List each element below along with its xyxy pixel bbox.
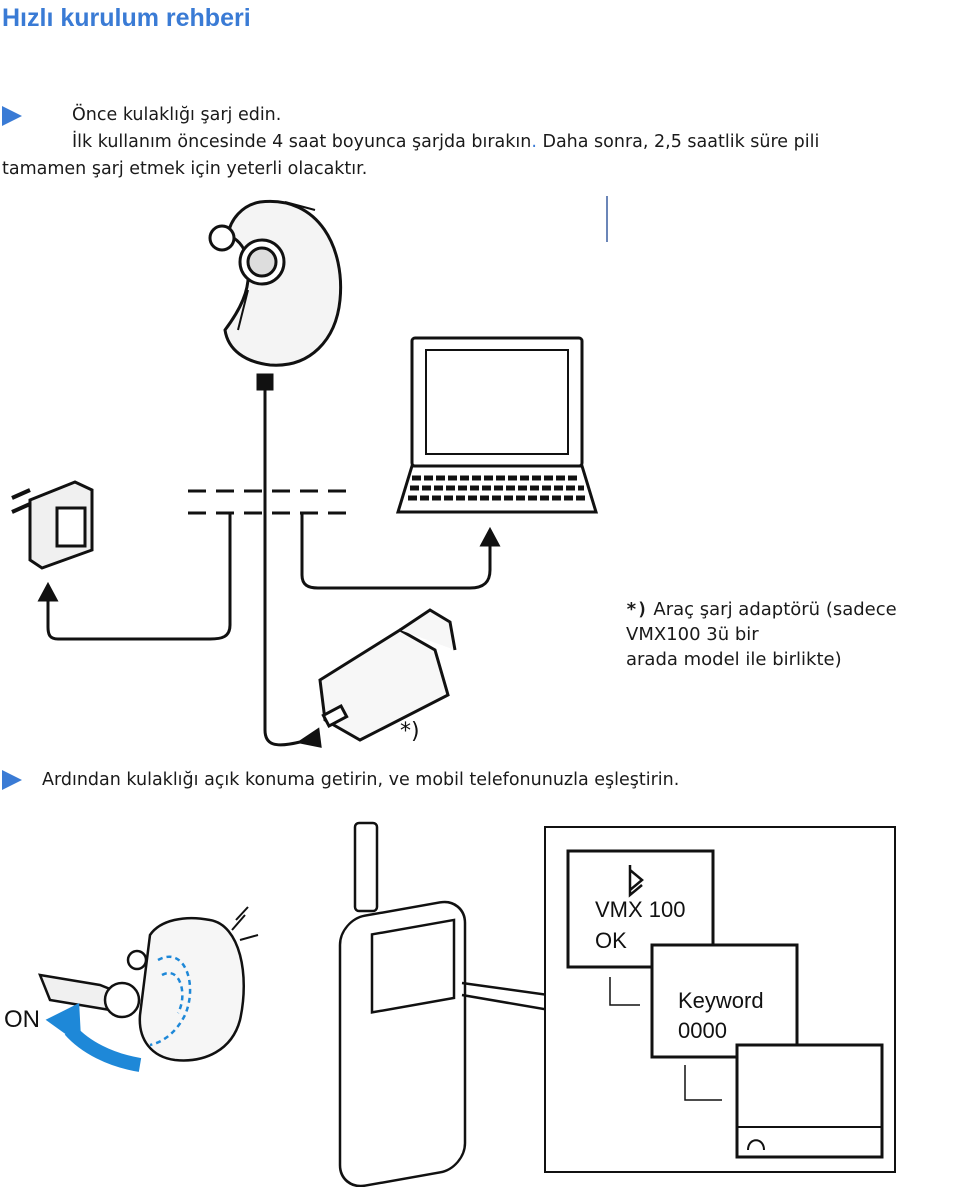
car-adapter-mark: *) <box>400 719 420 744</box>
headphone-icon <box>747 1139 765 1151</box>
screen1-line1: VMX 100 <box>595 897 686 922</box>
note-line3: arada model ile birlikte) <box>626 649 842 670</box>
mobile-phone-icon <box>338 821 467 1187</box>
step1-line1: Önce kulaklığı şarj edin. <box>72 105 282 125</box>
step1-line2-part2: Daha sonra, 2,5 saatlik süre pili <box>536 132 820 152</box>
car-adapter-icon <box>318 608 457 742</box>
bluetooth-icon <box>628 865 644 898</box>
pairing-diagram: ON VMX 100 OK Keyword 0000 <box>4 821 896 1187</box>
charging-diagram: *) <box>11 199 599 748</box>
wall-adapter-icon <box>11 480 94 570</box>
car-adapter-note: *) Araç şarj adaptörü (sadece VMX100 3ü … <box>626 597 897 672</box>
note-marker: *) <box>626 599 648 620</box>
note-line2: VMX100 3ü bir <box>626 624 759 645</box>
laptop-icon <box>395 336 599 514</box>
bullet-arrow-icon <box>2 106 22 126</box>
step2-text: Ardından kulaklığı açık konuma getirin, … <box>42 770 680 790</box>
headset-on-icon <box>38 906 259 1062</box>
bullet-arrow-icon <box>2 770 22 790</box>
margin-bar <box>606 196 608 242</box>
screen2-line2: 0000 <box>678 1018 727 1043</box>
page-title: Hızlı kurulum rehberi <box>2 4 251 32</box>
step1-line2-dot: . <box>531 132 537 152</box>
note-line1: *) Araç şarj adaptörü (sadece <box>626 597 897 622</box>
step1-line2-part1: İlk kullanım öncesinde 4 saat boyunca şa… <box>72 132 532 152</box>
headset-icon <box>208 199 343 367</box>
note-line1-text: Araç şarj adaptörü (sadece <box>647 599 897 620</box>
screen1-line2: OK <box>595 928 627 953</box>
step1-line3: tamamen şarj etmek için yeterli olacaktı… <box>2 159 368 179</box>
step1-line2: İlk kullanım öncesinde 4 saat boyunca şa… <box>72 132 819 152</box>
screen2-line1: Keyword <box>678 988 764 1013</box>
on-label: ON <box>4 1006 40 1033</box>
